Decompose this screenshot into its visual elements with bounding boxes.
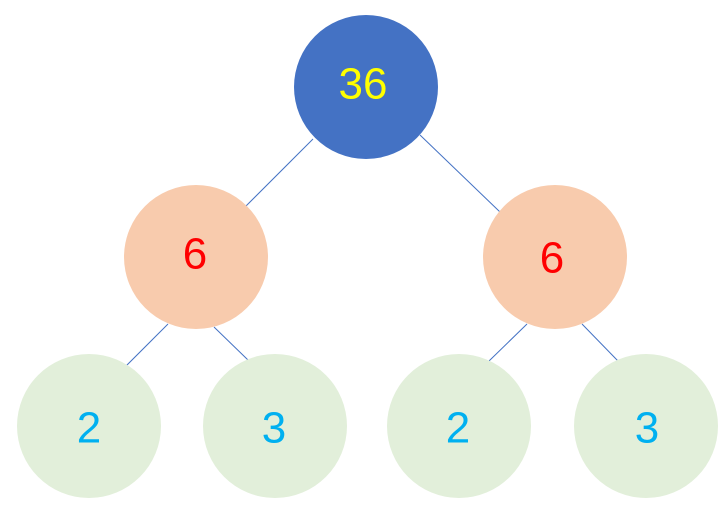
edge-right-leaf1 <box>488 323 528 362</box>
node-left-right-label: 3 <box>262 404 286 453</box>
edge-root-right <box>419 134 501 213</box>
node-right-right: 3 <box>574 354 718 498</box>
node-left-left-circle <box>17 354 161 498</box>
node-left-left-label: 2 <box>77 404 101 453</box>
node-left-right: 3 <box>203 354 347 498</box>
node-right-label: 6 <box>540 234 564 283</box>
node-root: 36 <box>294 15 438 159</box>
node-right-right-label: 3 <box>635 404 659 453</box>
edge-left-leaf1 <box>125 323 169 367</box>
edge-root-left <box>245 138 314 207</box>
edge-left-leaf2 <box>213 326 249 361</box>
node-root-label: 36 <box>339 60 388 109</box>
node-left: 6 <box>124 185 268 329</box>
node-right-left: 2 <box>387 354 531 498</box>
node-right-left-label: 2 <box>446 404 470 453</box>
node-left-right-circle <box>203 354 347 498</box>
node-left-left: 2 <box>17 354 161 498</box>
node-right-right-circle <box>574 354 718 498</box>
node-right-left-circle <box>387 354 531 498</box>
node-root-circle <box>294 15 438 159</box>
node-right-circle <box>483 185 627 329</box>
node-left-label: 6 <box>183 230 207 279</box>
node-left-circle <box>124 185 268 329</box>
edge-right-leaf2 <box>581 323 619 362</box>
node-right: 6 <box>483 185 627 329</box>
